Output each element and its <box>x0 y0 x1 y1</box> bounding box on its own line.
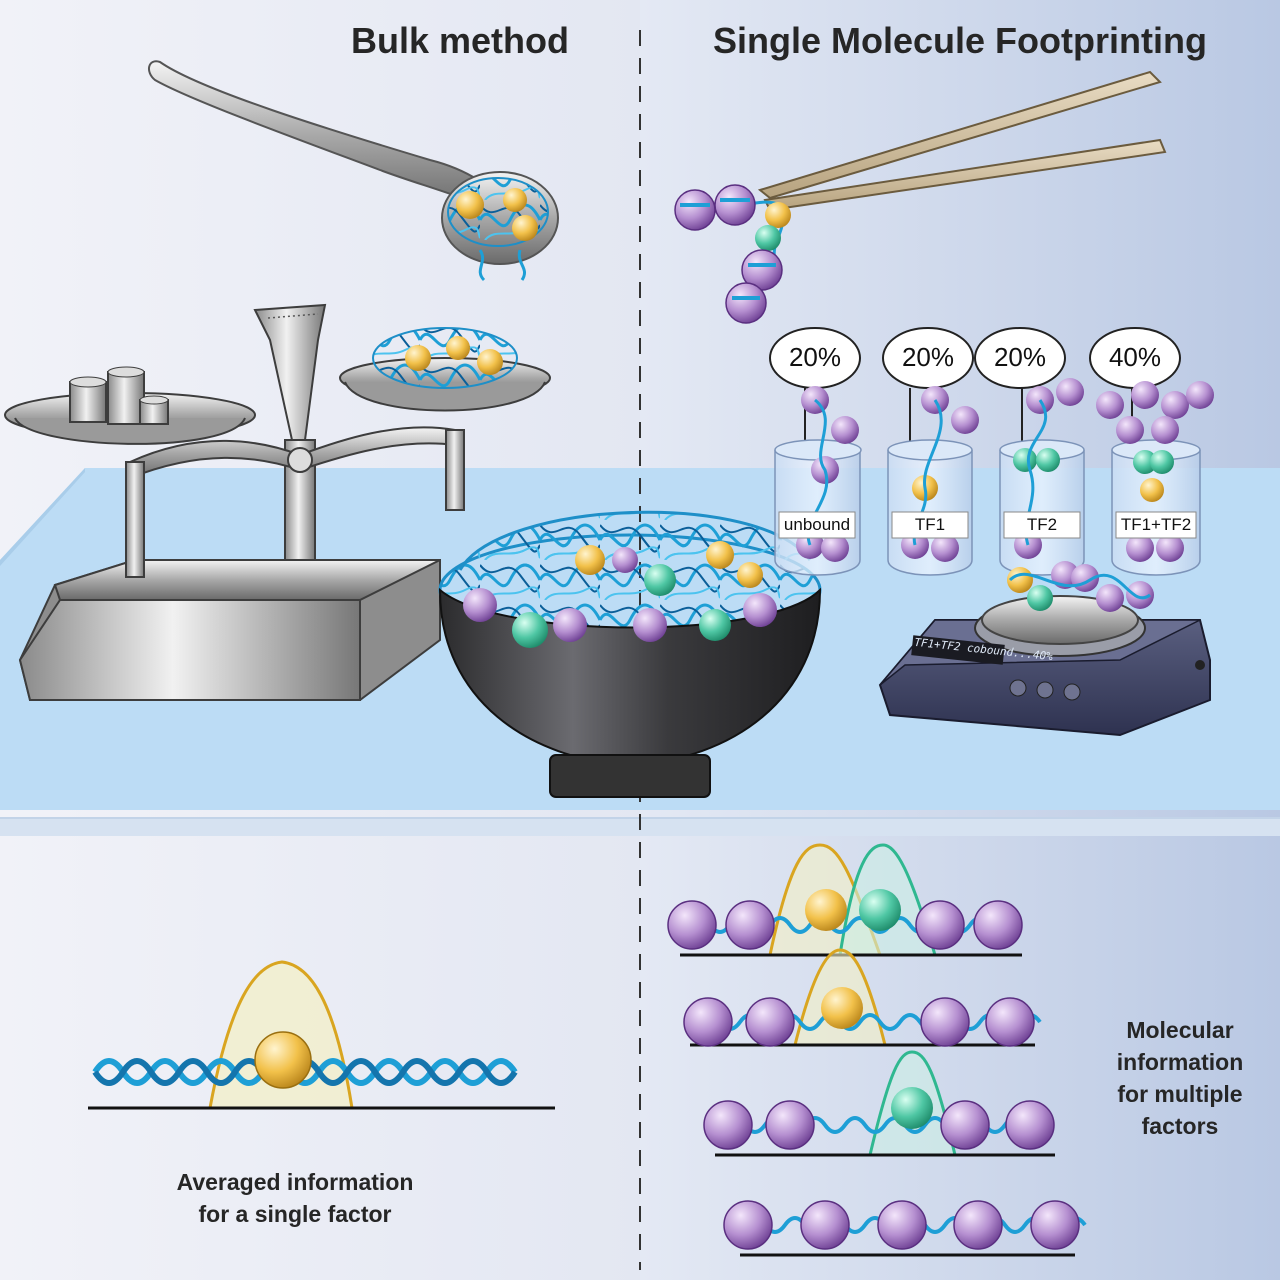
jars <box>769 327 1214 576</box>
jar-tf1 <box>882 327 979 576</box>
smf-caption: Molecular information for multiple facto… <box>1085 1014 1275 1142</box>
smf-title: Single Molecule Footprinting <box>713 20 1207 61</box>
bulk-caption-line2: for a single factor <box>198 1201 392 1227</box>
smf-caption-line1: Molecular <box>1126 1017 1234 1043</box>
jar-unbound-percent: 20% <box>788 342 842 372</box>
chopsticks <box>757 70 1167 212</box>
jar-tf2 <box>974 327 1085 576</box>
bulk-profile <box>88 960 555 1110</box>
jar-tf2-label: TF2 <box>1026 515 1058 534</box>
digital-scale <box>878 561 1211 737</box>
jar-tf1-label: TF1 <box>914 515 946 534</box>
smf-caption-line3: for multiple <box>1117 1081 1243 1107</box>
jar-tf1-tf2-label: TF1+TF2 <box>1120 515 1192 534</box>
smf-caption-line2: information <box>1116 1049 1244 1075</box>
jar-tf1-percent: 20% <box>901 342 955 372</box>
bulk-caption-line1: Averaged information <box>176 1169 414 1195</box>
jar-unbound-label: unbound <box>783 515 851 534</box>
spoon <box>148 60 559 282</box>
picked-molecule-chain <box>674 184 791 324</box>
balance-scale <box>4 303 551 701</box>
jar-tf1-tf2 <box>1089 327 1214 576</box>
jar-tf2-percent: 20% <box>993 342 1047 372</box>
bulk-method-title: Bulk method <box>350 20 569 61</box>
molecule-rows <box>667 843 1087 1257</box>
smf-caption-line4: factors <box>1141 1113 1219 1139</box>
jar-tf1-tf2-percent: 40% <box>1108 342 1162 372</box>
jar-unbound <box>769 327 862 576</box>
bulk-caption: Averaged information for a single factor <box>130 1166 460 1230</box>
bowl <box>438 510 822 798</box>
